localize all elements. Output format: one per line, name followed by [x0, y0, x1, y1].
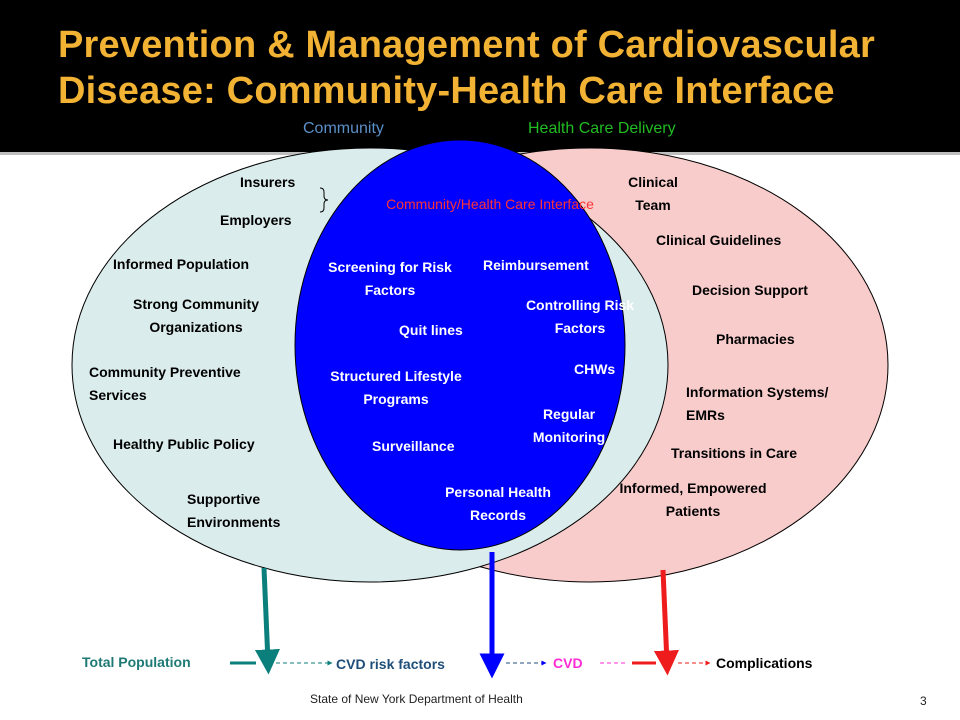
health-care-item-information-systems: Information Systems/ EMRs — [686, 384, 829, 423]
title-bar — [0, 0, 960, 152]
interface-item-reimbursement: Reimbursement — [483, 257, 589, 273]
interface-item-surveillance: Surveillance — [372, 438, 455, 454]
interface-item-chws: CHWs — [574, 361, 616, 377]
community-item-supportive-environments: Supportive Environments — [187, 491, 281, 530]
health-care-item-clinical-guidelines: Clinical Guidelines — [656, 232, 782, 248]
interface-item-quit-lines: Quit lines — [399, 322, 463, 338]
health-care-item-transitions-in-care: Transitions in Care — [671, 445, 798, 461]
interface-item-structured-lifestyle: Structured Lifestyle Programs — [330, 368, 462, 407]
footer-source: State of New York Department of Health — [310, 692, 523, 706]
interface-item-regular-monitoring: Regular Monitoring — [532, 406, 606, 445]
community-arrow — [254, 567, 280, 675]
continuum-complications: Complications — [716, 655, 813, 671]
continuum-cvd: CVD — [553, 655, 583, 671]
interface-circle — [294, 139, 626, 551]
community-item-informed-population: Informed Population — [113, 256, 250, 272]
interface-item-controlling-risk-factors: Controlling Risk Factors — [525, 297, 635, 336]
community-item-healthy-public-policy: Healthy Public Policy — [113, 436, 255, 452]
community-item-employers: Employers — [220, 212, 292, 228]
interface-item-screening: Screening for Risk Factors — [328, 259, 452, 298]
health-care-item-decision-support: Decision Support — [692, 282, 808, 298]
health-care-item-clinical-team: Clinical Team — [628, 174, 678, 213]
continuum-cvd-risk-factors: CVD risk factors — [336, 656, 445, 672]
page-number: 3 — [920, 694, 927, 708]
community-item-community-preventive-services: Community Preventive Services — [89, 364, 241, 403]
health-care-item-pharmacies: Pharmacies — [716, 331, 795, 347]
community-item-insurers: Insurers — [240, 174, 296, 190]
slide-title: Prevention & Management of Cardiovascula… — [58, 24, 875, 112]
interface-label: Community/Health Care Interface — [386, 196, 594, 212]
interface-item-personal-health-records: Personal Health Records — [445, 484, 551, 523]
community-label: Community — [303, 120, 384, 137]
continuum-total-population: Total Population — [82, 654, 191, 670]
health-care-arrow — [653, 569, 679, 676]
health-care-item-informed-empowered-patients: Informed, Empowered Patients — [619, 480, 767, 519]
brace-icon — [319, 187, 329, 213]
health-care-delivery-label: Health Care Delivery — [528, 120, 676, 137]
community-item-strong-community-organizations: Strong Community Organizations — [133, 296, 259, 335]
